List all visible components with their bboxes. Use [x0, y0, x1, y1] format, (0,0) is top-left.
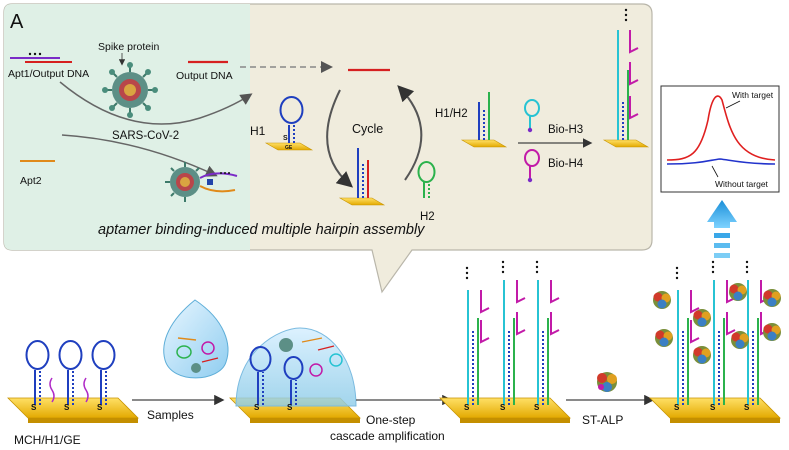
- st-alp-enzyme-icon: [597, 372, 617, 392]
- with-target-label: With target: [732, 90, 774, 100]
- st-alp-label: ST-ALP: [582, 413, 623, 427]
- panel-letter: A: [10, 11, 24, 33]
- h2-hairpin: [417, 161, 436, 198]
- sample-droplet: [163, 299, 229, 379]
- without-target-curve: [666, 158, 776, 165]
- h1h2-label: H1/H2: [435, 108, 468, 120]
- step3-electrode: S S S: [439, 260, 571, 423]
- h1-electrode: GE S: [264, 96, 314, 151]
- sulfur-label: S: [464, 403, 470, 412]
- step2-electrode: S S: [229, 327, 361, 423]
- samples-label: Samples: [147, 408, 194, 422]
- one-step-label-line1: One-step: [366, 413, 416, 427]
- virus-complex-icon: [165, 162, 238, 202]
- apt1-output-duplex: [10, 52, 72, 63]
- sulfur-label: S: [254, 403, 260, 412]
- bio-h4-hairpin: [524, 149, 540, 183]
- bio-h3-hairpin: [524, 99, 540, 133]
- sulfur-label: S: [534, 403, 540, 412]
- assembled-electrode: [602, 8, 650, 148]
- without-target-label: Without target: [715, 179, 769, 189]
- electrode-label: MCH/H1/GE: [14, 433, 81, 447]
- cycle-arrow-up: [397, 85, 423, 181]
- h1-label: H1: [250, 124, 266, 138]
- binding-arrow: [61, 134, 218, 177]
- one-step-label-line2: cascade amplification: [330, 429, 445, 443]
- bio-h3-label: Bio-H3: [548, 124, 583, 136]
- with-target-pointer: [725, 100, 741, 109]
- h1-output-electrode: [338, 148, 386, 206]
- output-dna-label: Output DNA: [176, 70, 233, 82]
- sulfur-label: S: [287, 403, 293, 412]
- spike-protein-label: Spike protein: [98, 41, 159, 53]
- sulfur-label: S: [710, 403, 716, 412]
- with-target-curve: [666, 95, 776, 161]
- release-arrow: [59, 81, 253, 125]
- h1h2-electrode: [460, 92, 508, 148]
- sars-cov-2-label: SARS-CoV-2: [112, 130, 179, 142]
- cycle-label: Cycle: [352, 122, 383, 136]
- apt2-label: Apt2: [20, 175, 42, 187]
- virus-icon: [102, 62, 158, 118]
- sulfur-label: S: [500, 403, 506, 412]
- panel-a: A Apt1/Output DNA Spike protein: [3, 3, 653, 294]
- sulfur-label: S: [674, 403, 680, 412]
- signal-plot: With target Without target: [660, 85, 780, 193]
- apt1-label: Apt1/Output DNA: [8, 68, 89, 80]
- sulfur-label: S: [97, 403, 103, 412]
- bio-h4-label: Bio-H4: [548, 158, 584, 170]
- sulfur-label: S: [64, 403, 70, 412]
- bound-enzymes: [653, 283, 781, 364]
- step4-electrode: S S S: [649, 260, 781, 423]
- step1-electrode: S S S: [7, 340, 139, 423]
- cycle-arrow-down: [326, 89, 354, 188]
- sulfur-label: S: [283, 135, 288, 142]
- sulfur-label: S: [744, 403, 750, 412]
- sulfur-label: S: [31, 403, 37, 412]
- panel-caption: aptamer binding-induced multiple hairpin…: [98, 222, 425, 238]
- electrode-label: GE: [285, 145, 293, 151]
- without-target-pointer: [711, 165, 719, 178]
- h2-label: H2: [420, 211, 435, 223]
- detection-arrow: [707, 200, 737, 258]
